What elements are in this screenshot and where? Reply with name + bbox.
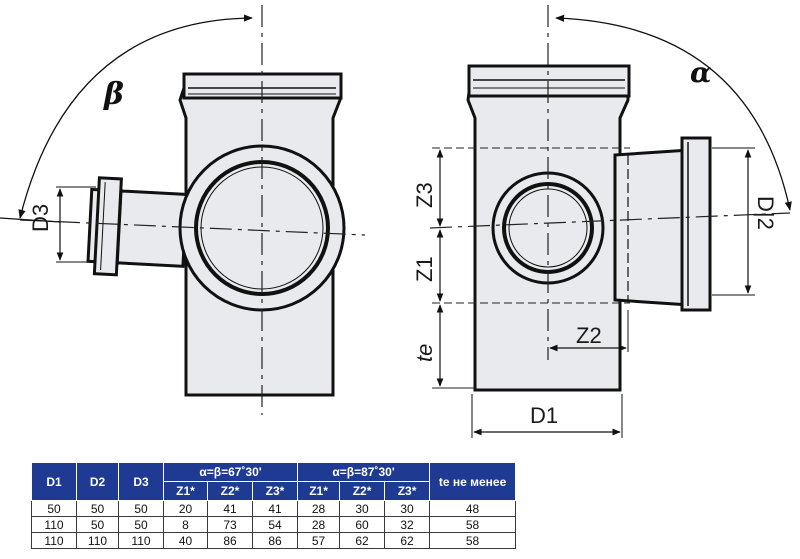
table-cell: 40 xyxy=(163,532,208,549)
table-cell: 60 xyxy=(339,516,386,533)
d1-dimension-label: D1 xyxy=(530,403,558,428)
table-cell: 58 xyxy=(429,516,517,533)
table-cell: 28 xyxy=(297,500,341,517)
beta-arc xyxy=(18,14,253,219)
fitting-drawing: β D3 α Z3 xyxy=(0,5,792,438)
table-cell: 57 xyxy=(297,532,341,549)
table-cell: 41 xyxy=(207,500,253,517)
table-row: 50 50 50 20 41 41 28 30 30 48 xyxy=(31,500,517,517)
beta-label: β xyxy=(103,77,124,112)
table-cell: 32 xyxy=(384,516,431,533)
header-z2-a: Z2* xyxy=(207,481,253,501)
z3-dimension-label: Z3 xyxy=(412,182,437,208)
d2-dimension-label: D|2 xyxy=(753,196,778,230)
table-cell: 50 xyxy=(76,500,119,517)
table-cell: 110 xyxy=(31,516,77,533)
header-angle-67: α=β=67˚30' xyxy=(162,462,299,482)
table-cell: 20 xyxy=(163,500,208,517)
z1-dimension-label: Z1 xyxy=(412,256,437,282)
header-angle-87: α=β=87˚30' xyxy=(297,462,431,482)
left-view: β D3 xyxy=(0,5,366,415)
table-cell: 41 xyxy=(251,500,299,517)
te-dimension-label: te xyxy=(412,344,437,362)
table-cell: 8 xyxy=(163,516,208,533)
left-horizontal-axis xyxy=(19,219,366,236)
table-row: 110 110 110 40 86 86 57 62 62 58 xyxy=(31,532,517,549)
table-cell: 62 xyxy=(339,532,386,549)
alpha-arc xyxy=(555,14,792,211)
table-cell: 110 xyxy=(76,532,119,549)
table-cell: 50 xyxy=(118,500,164,517)
table-cell: 110 xyxy=(118,532,164,549)
z2-dimension-label: Z2 xyxy=(576,323,602,348)
dimensions-table: D1 D2 D3 α=β=67˚30' α=β=87˚30' te не мен… xyxy=(31,462,517,549)
right-top-socket xyxy=(467,64,631,98)
table-cell: 58 xyxy=(429,532,517,549)
table-row: 110 50 50 8 73 54 28 60 32 58 xyxy=(31,516,517,533)
right-view: α Z3 Z1 te Z2 D|2 D1 xyxy=(412,5,792,438)
table-cell: 86 xyxy=(207,532,253,549)
table-cell: 50 xyxy=(76,516,119,533)
header-d2: D2 xyxy=(76,462,119,501)
header-z2-b: Z2* xyxy=(339,481,386,501)
table-cell: 86 xyxy=(251,532,299,549)
right-side-branch xyxy=(613,136,712,312)
table-cell: 48 xyxy=(429,500,517,517)
header-d3: D3 xyxy=(118,462,164,501)
table-cell: 73 xyxy=(207,516,253,533)
table-cell: 50 xyxy=(118,516,164,533)
header-z1-b: Z1* xyxy=(297,481,341,501)
table-cell: 110 xyxy=(31,532,77,549)
header-z3-a: Z3* xyxy=(251,481,299,501)
table-cell: 30 xyxy=(339,500,386,517)
left-side-pipe xyxy=(86,176,189,277)
table-cell: 28 xyxy=(297,516,341,533)
table-cell: 62 xyxy=(384,532,431,549)
header-d1: D1 xyxy=(31,462,77,501)
alpha-label: α xyxy=(690,56,712,89)
table-cell: 54 xyxy=(251,516,299,533)
header-te: te не менее xyxy=(429,462,517,501)
header-z3-b: Z3* xyxy=(384,481,431,501)
right-horizontal-axis xyxy=(429,212,791,229)
d3-dimension-label: D3 xyxy=(28,204,53,232)
header-z1-a: Z1* xyxy=(163,481,208,501)
table-cell: 30 xyxy=(384,500,431,517)
table-cell: 50 xyxy=(31,500,77,517)
